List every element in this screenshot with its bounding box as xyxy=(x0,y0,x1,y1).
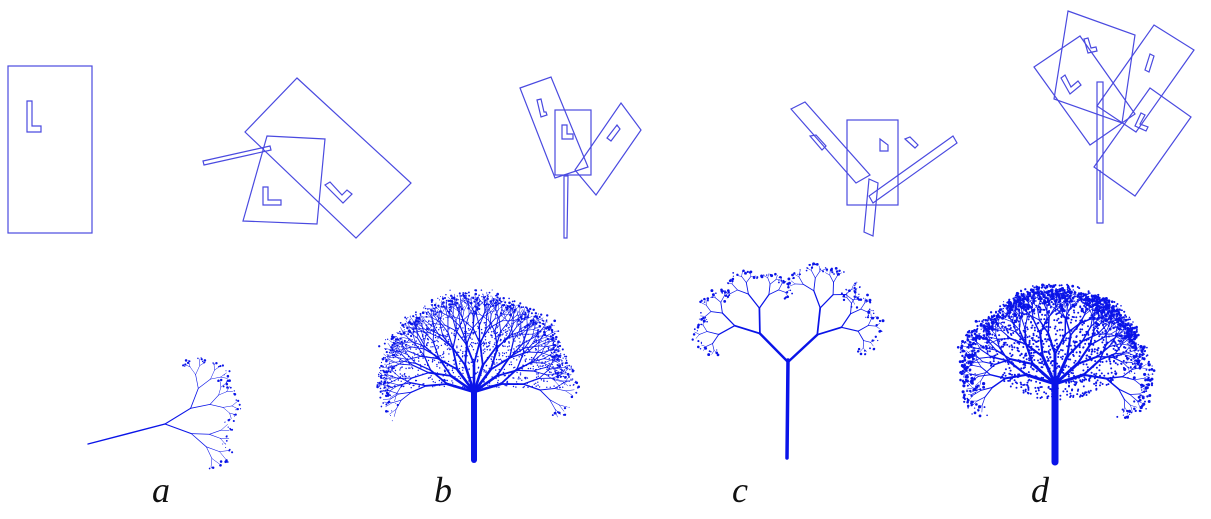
panel-b-medium-rectangle xyxy=(242,135,326,225)
panel-e-l-marker-2 xyxy=(1083,37,1098,54)
panel-d-left-rectangle xyxy=(790,101,871,184)
panel-d-center-rectangle xyxy=(846,119,899,206)
panel-e-lower-rectangle xyxy=(1093,87,1192,197)
panel-label-c: c xyxy=(732,470,748,510)
panel-c-l-marker-1 xyxy=(536,98,548,118)
panel-c-transforms xyxy=(519,76,642,239)
panel-e-upper-rectangle xyxy=(1053,10,1136,124)
fractal-tree-c xyxy=(691,262,885,460)
panel-c-center-rectangle xyxy=(554,109,592,176)
panel-d-transforms xyxy=(790,101,958,237)
panel-d-small-rectangle xyxy=(863,178,879,237)
panel-b-large-rectangle xyxy=(244,77,412,239)
panel-a-l-marker xyxy=(26,100,42,133)
panel-label-b: b xyxy=(434,470,452,510)
panel-e-l-marker-1 xyxy=(1060,74,1082,95)
panel-c-right-rectangle xyxy=(574,101,642,196)
panel-a-base-rectangle xyxy=(7,65,93,234)
panel-d-l-marker-2 xyxy=(879,137,889,152)
panel-label-a: a xyxy=(152,470,170,510)
panel-e-transforms xyxy=(1033,10,1195,224)
panel-c-stem xyxy=(563,175,569,239)
panel-e-l-marker-3 xyxy=(1144,53,1155,73)
panel-d-l-marker-3 xyxy=(903,136,919,149)
panel-d-right-rectangle xyxy=(868,135,958,204)
panel-d-l-marker-1 xyxy=(808,134,827,151)
panel-b-transforms xyxy=(202,77,412,239)
panel-a-transforms xyxy=(7,65,93,234)
panel-c-l-marker-3 xyxy=(606,124,621,142)
panel-c-left-rectangle xyxy=(519,76,589,179)
fractal-tree-a xyxy=(87,357,242,470)
panel-b-l-marker-2 xyxy=(324,181,353,204)
panel-e-stem xyxy=(1096,81,1104,224)
panel-e-right-rectangle xyxy=(1096,24,1195,133)
panel-b-l-marker-1 xyxy=(262,186,282,206)
panel-e-l-marker-4 xyxy=(1134,112,1149,132)
fractal-tree-b xyxy=(376,289,581,463)
panel-c-l-marker-2 xyxy=(561,124,574,140)
panel-e-left-rectangle xyxy=(1033,35,1136,146)
panel-b-thin-branch xyxy=(202,145,272,166)
fractal-tree-d xyxy=(956,283,1156,466)
panel-label-d: d xyxy=(1031,470,1049,510)
